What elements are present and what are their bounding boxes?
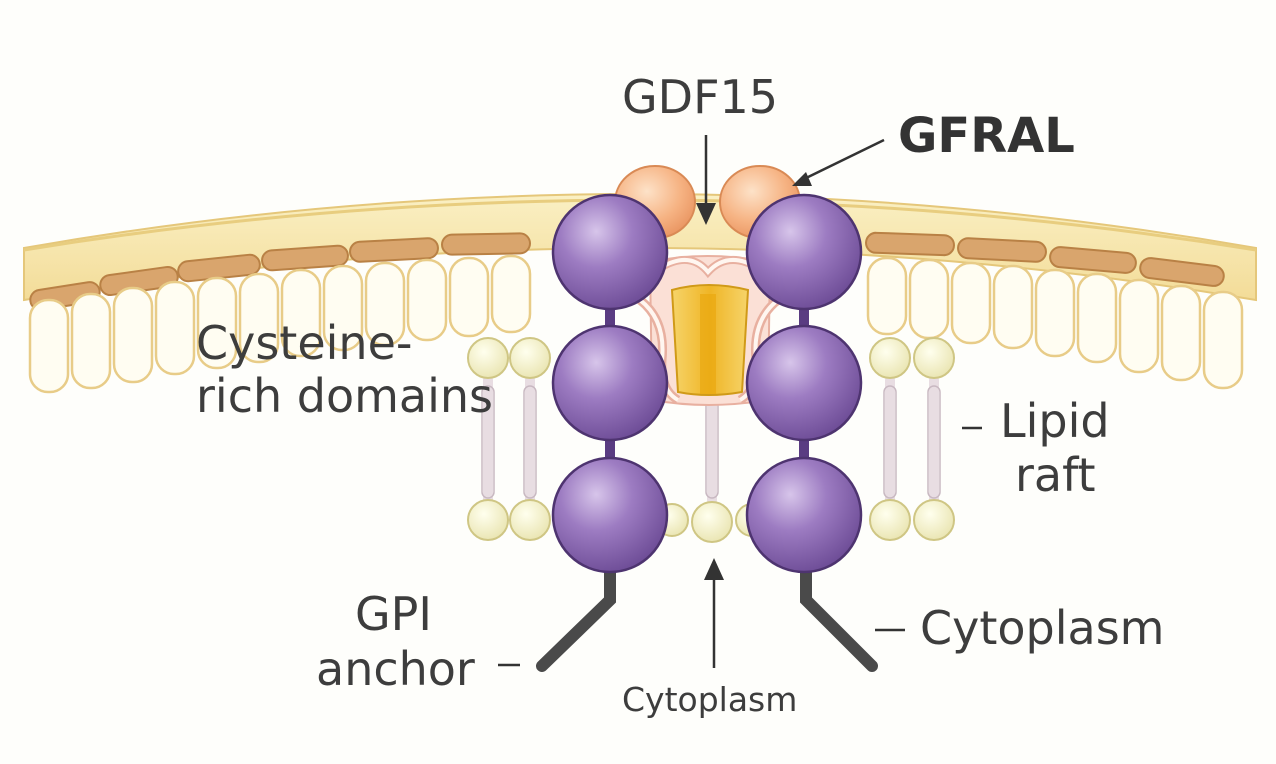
gpi-anchor-label-line2: anchor — [316, 642, 475, 696]
lipid-raft-label-line1: Lipid — [1000, 394, 1110, 448]
cysteine-rich-domains-label-line2: rich domains — [196, 369, 494, 423]
lipid-raft-label-line2: raft — [1015, 448, 1096, 502]
gdf15-label: GDF15 — [622, 70, 779, 124]
pointer-lines — [498, 135, 982, 668]
membrane-band-segments — [29, 231, 1225, 311]
gpi-anchor-tails — [536, 564, 878, 672]
cysteine-rich-domains — [551, 193, 863, 574]
gpi-anchor-label-line1: GPI — [355, 587, 432, 641]
cell-row — [28, 254, 1244, 394]
cytoplasm-label-bottom: Cytoplasm — [622, 680, 798, 719]
lipid-tails — [483, 375, 939, 505]
cytoplasm-label-right: Cytoplasm — [920, 601, 1165, 655]
cysteine-rich-domains-label-line1: Cysteine- — [196, 316, 413, 370]
gfral-label: GFRAL — [898, 108, 1075, 164]
